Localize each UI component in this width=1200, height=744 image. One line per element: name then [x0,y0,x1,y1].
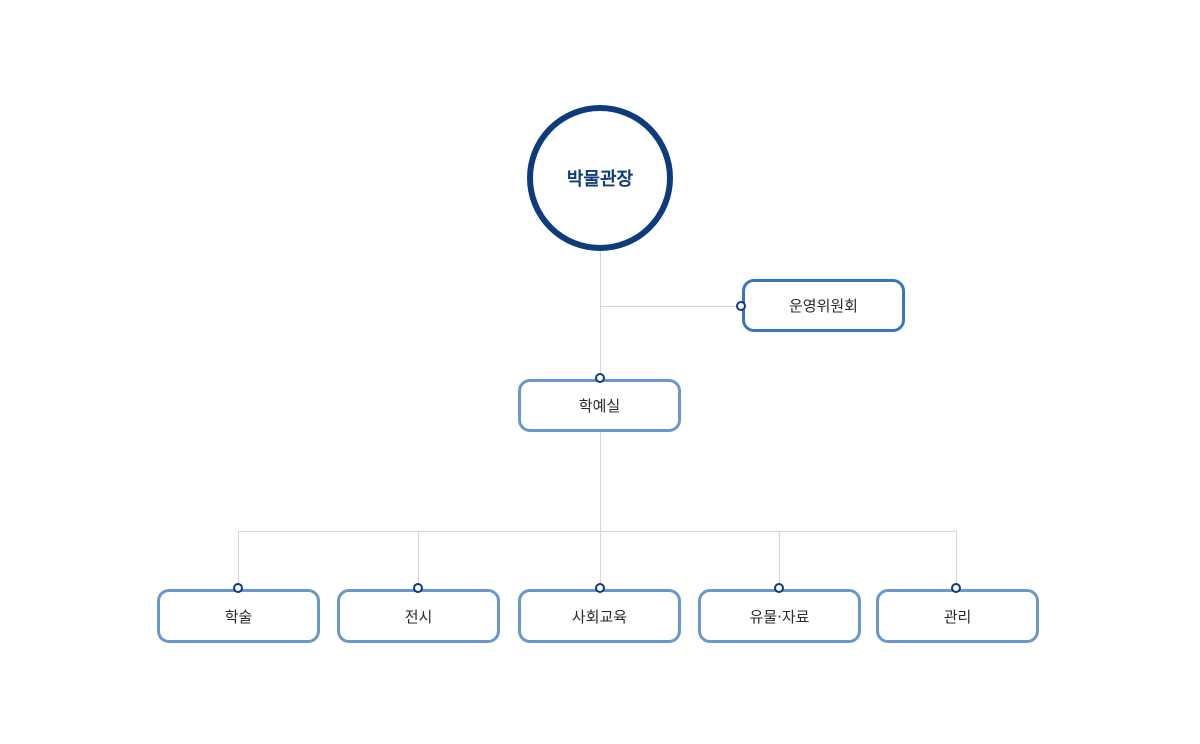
connector-drop-5 [956,531,957,588]
connector-root-to-office [600,250,601,380]
connector-dot-division-4 [774,583,784,593]
node-committee: 운영위원회 [742,279,905,332]
node-division-label: 관리 [943,607,972,626]
connector-dot-division-5 [951,583,961,593]
connector-dot-office [595,373,605,383]
node-office-label: 학예실 [578,397,621,415]
node-division-5: 관리 [876,589,1039,643]
node-division-2: 전시 [337,589,500,643]
node-division-label: 사회교육 [571,607,628,626]
node-committee-label: 운영위원회 [788,297,858,315]
node-division-label: 유물·자료 [749,607,810,626]
connector-office-to-bus [600,432,601,531]
node-division-3: 사회교육 [518,589,681,643]
node-office: 학예실 [518,379,681,432]
connector-dot-committee [736,301,746,311]
connector-drop-3 [600,531,601,588]
node-division-label: 학술 [224,607,253,626]
connector-horizontal-bus [238,531,957,532]
connector-drop-2 [418,531,419,588]
connector-drop-4 [779,531,780,588]
node-division-1: 학술 [157,589,320,643]
connector-to-committee [600,306,741,307]
node-division-4: 유물·자료 [698,589,861,643]
root-node-director: 박물관장 [527,105,673,251]
connector-drop-1 [238,531,239,588]
connector-dot-division-2 [413,583,423,593]
connector-dot-division-3 [595,583,605,593]
root-node-label: 박물관장 [566,169,634,190]
node-division-label: 전시 [404,607,433,626]
connector-dot-division-1 [233,583,243,593]
